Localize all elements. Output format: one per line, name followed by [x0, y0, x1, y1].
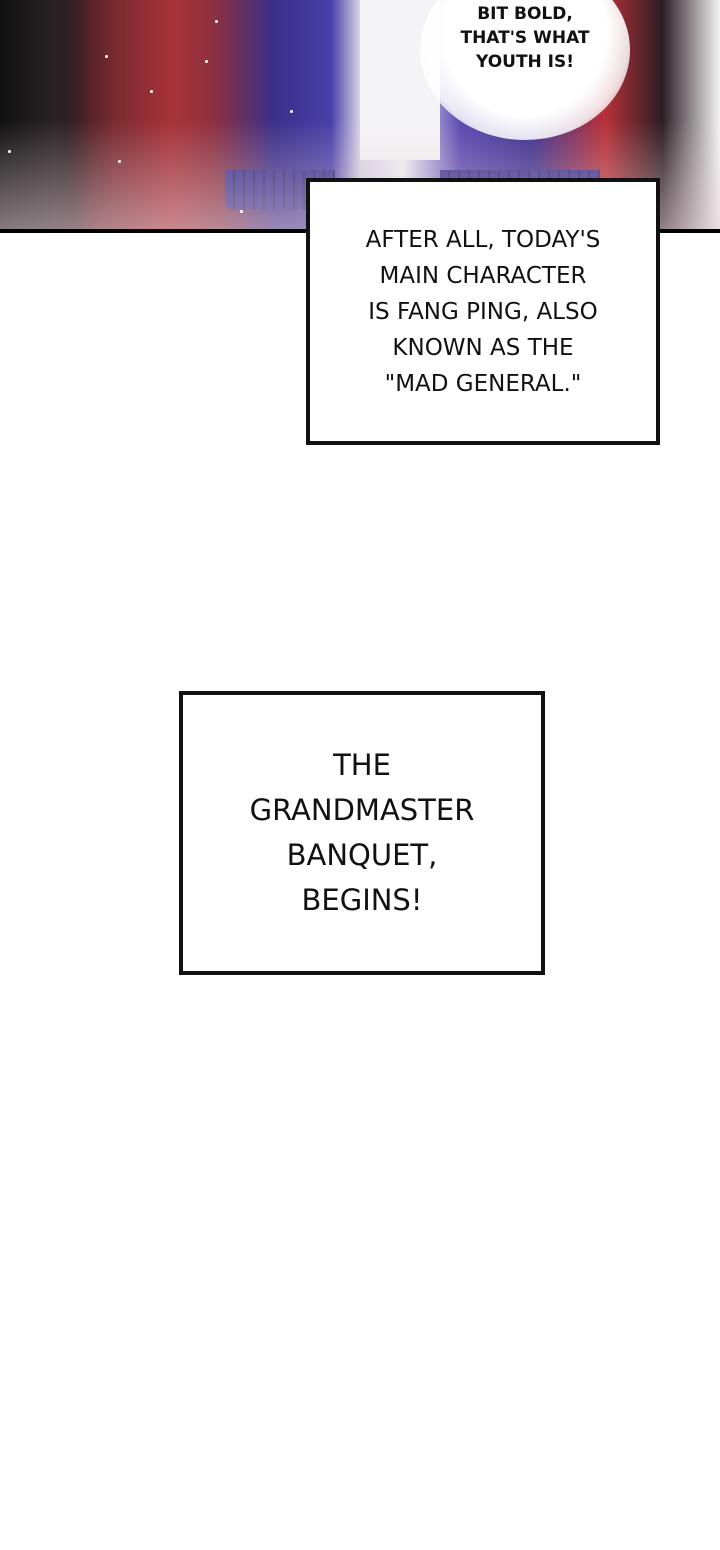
speech-line: BIT BOLD, — [477, 4, 573, 24]
speech-bubble-text: BIT BOLD, THAT'S WHAT YOUTH IS! — [430, 2, 620, 74]
speech-line: YOUTH IS! — [475, 52, 575, 72]
caption-line: MAIN CHARACTER — [379, 262, 587, 289]
caption-line: THE — [333, 748, 391, 782]
sparkle — [215, 20, 218, 23]
sparkle — [240, 210, 243, 213]
sparkle — [105, 55, 108, 58]
sparkle — [290, 110, 293, 113]
sparkle — [205, 60, 208, 63]
caption-line: KNOWN AS THE — [392, 334, 574, 361]
narration-box-main-character: AFTER ALL, TODAY'S MAIN CHARACTER IS FAN… — [306, 178, 660, 445]
sparkle — [150, 90, 153, 93]
caption-line: IS FANG PING, ALSO — [368, 298, 598, 325]
narration-box-banquet: THE GRANDMASTER BANQUET, BEGINS! — [179, 691, 545, 975]
caption-line: GRANDMASTER — [249, 793, 475, 827]
speech-bubble — [420, 0, 630, 140]
sparkle — [118, 160, 121, 163]
caption-line: BEGINS! — [301, 883, 423, 917]
sparkle — [8, 150, 11, 153]
speech-line: THAT'S WHAT — [460, 28, 590, 48]
caption-line: "MAD GENERAL." — [384, 370, 582, 397]
caption-line: BANQUET, — [286, 838, 438, 872]
caption-line: AFTER ALL, TODAY'S — [365, 226, 601, 253]
